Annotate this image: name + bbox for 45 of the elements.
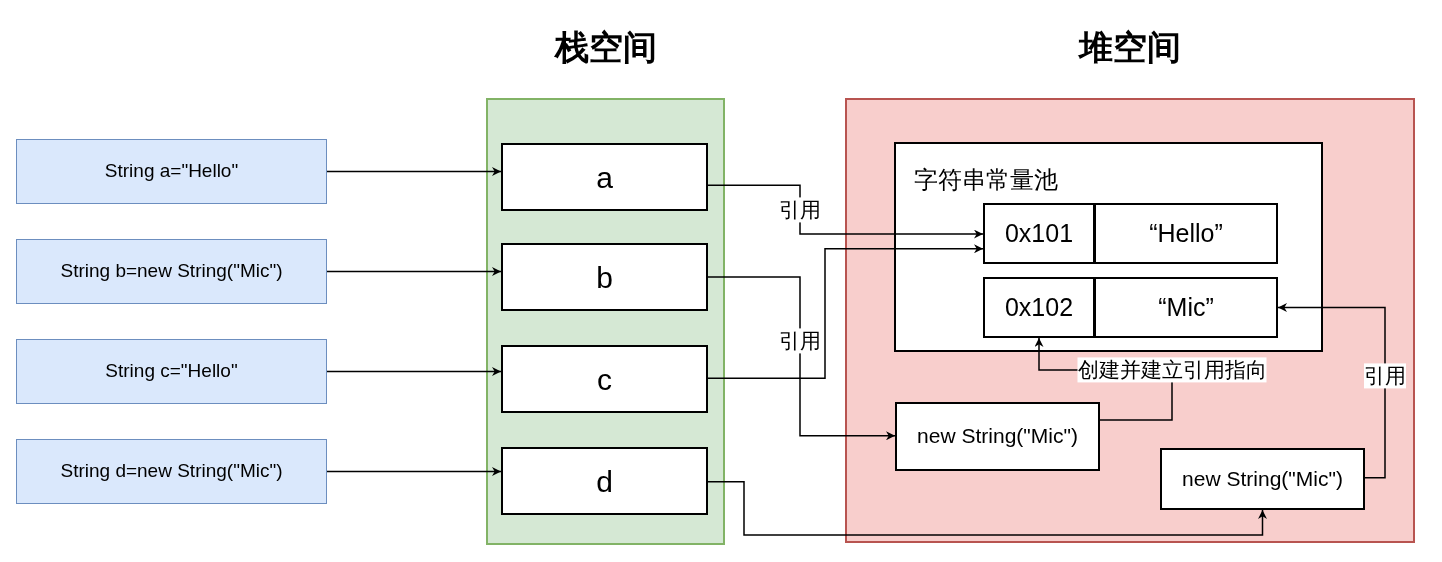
node-text: new String("Mic")	[916, 423, 1079, 450]
object-box	[1160, 448, 1365, 510]
variable-box	[501, 345, 708, 413]
edge-label: 创建并建立引用指向	[1077, 357, 1267, 383]
node-text: b	[595, 259, 614, 296]
node-text: a	[595, 159, 614, 196]
node-text: 0x102	[1003, 291, 1075, 323]
arrow	[707, 184, 984, 239]
node-text: String c="Hello"	[104, 359, 239, 384]
edge-label: 引用	[779, 327, 821, 354]
arrow	[707, 244, 984, 380]
edge-label: 引用	[1364, 363, 1406, 389]
pool-entry-box	[1094, 203, 1278, 264]
pool-entry-box	[1094, 277, 1278, 338]
arrow	[326, 267, 502, 276]
pool-entry-box	[983, 277, 1095, 338]
pool-entry-box	[983, 203, 1095, 264]
arrow	[326, 167, 502, 176]
arrow	[707, 480, 1267, 536]
variable-box	[501, 447, 708, 515]
declaration-box	[16, 439, 327, 504]
panel-heading: 堆空间	[1077, 27, 1182, 68]
pool-title: 字符串常量池	[914, 165, 1058, 195]
node-text: String d=new String("Mic")	[59, 459, 284, 484]
declaration-box	[16, 139, 327, 204]
node-text: “Mic”	[1157, 291, 1215, 323]
arrow	[326, 467, 502, 476]
string-pool-box	[894, 142, 1323, 352]
node-text: “Hello”	[1148, 217, 1224, 249]
declaration-box	[16, 239, 327, 304]
declaration-box	[16, 339, 327, 404]
node-text: c	[596, 361, 613, 398]
node-text: String a="Hello"	[103, 159, 240, 184]
node-text: String b=new String("Mic")	[59, 259, 284, 284]
object-box	[895, 402, 1100, 471]
node-text: new String("Mic")	[1181, 465, 1344, 492]
arrow	[707, 276, 896, 441]
node-text: d	[595, 463, 614, 500]
variable-box	[501, 243, 708, 311]
arrow	[326, 367, 502, 376]
variable-box	[501, 143, 708, 211]
arrow	[1277, 303, 1386, 479]
node-text: 0x101	[1003, 217, 1075, 249]
edge-label: 引用	[779, 197, 821, 223]
panel-heading: 栈空间	[553, 27, 658, 68]
